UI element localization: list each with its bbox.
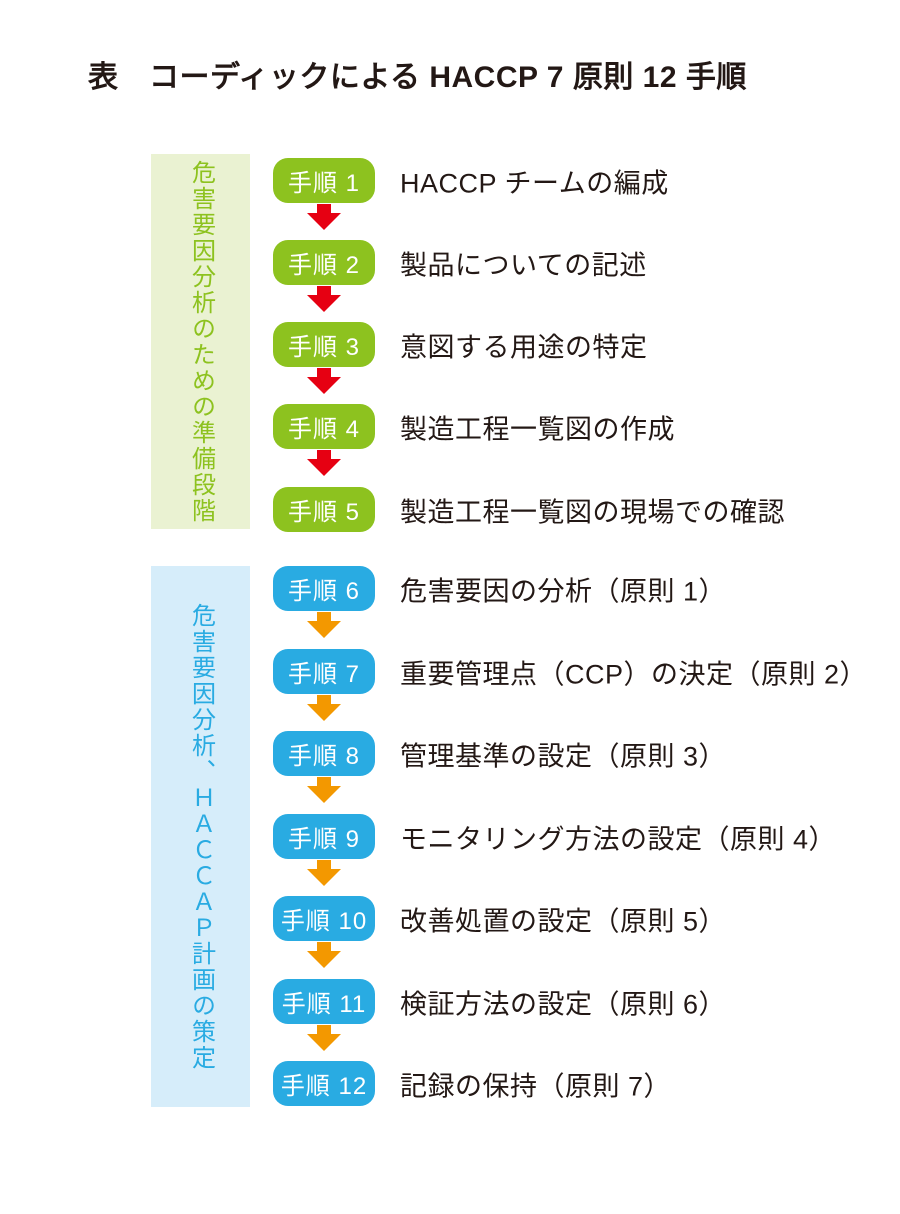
section-band-planning: 危害要因分析、ＨＡＣＣＡＰ計画の策定 [151,566,250,1107]
step-row-2: 手順 2 製品についての記述 [273,240,646,312]
step-badge-1: 手順 1 [273,158,375,203]
step-row-5: 手順 5 製造工程一覧図の現場での確認 [273,487,785,532]
step-badge-11: 手順 11 [273,979,375,1024]
step-row-1: 手順 1 HACCP チームの編成 [273,158,668,230]
down-arrow-icon [307,204,341,230]
step-badge-4: 手順 4 [273,404,375,449]
down-arrow-icon [307,1025,341,1051]
step-label-9: モニタリング方法の設定（原則 4） [400,824,837,854]
step-badge-2: 手順 2 [273,240,375,285]
step-badge-12: 手順 12 [273,1061,375,1106]
step-badge-10: 手順 10 [273,896,375,941]
down-arrow-icon [307,695,341,721]
step-badge-8: 手順 8 [273,731,375,776]
step-label-7: 重要管理点（CCP）の決定（原則 2） [400,659,868,689]
step-badge-3: 手順 3 [273,322,375,367]
step-label-6: 危害要因の分析（原則 1） [400,576,727,606]
step-row-12: 手順 12 記録の保持（原則 7） [273,1061,671,1106]
step-badge-6: 手順 6 [273,566,375,611]
step-row-7: 手順 7 重要管理点（CCP）の決定（原則 2） [273,649,867,721]
section-label-planning: 危害要因分析、ＨＡＣＣＡＰ計画の策定 [187,602,215,1071]
step-label-4: 製造工程一覧図の作成 [400,414,675,444]
step-label-1: HACCP チームの編成 [400,168,669,198]
step-row-8: 手順 8 管理基準の設定（原則 3） [273,731,726,803]
section-label-preparation: 危害要因分析のための準備段階 [187,159,215,524]
step-label-11: 検証方法の設定（原則 6） [400,989,727,1019]
down-arrow-icon [307,777,341,803]
step-badge-9: 手順 9 [273,814,375,859]
step-badge-7: 手順 7 [273,649,375,694]
step-badge-5: 手順 5 [273,487,375,532]
step-label-3: 意図する用途の特定 [400,332,648,362]
step-row-3: 手順 3 意図する用途の特定 [273,322,647,394]
section-band-preparation: 危害要因分析のための準備段階 [151,154,250,529]
page-title: 表 コーディックによる HACCP 7 原則 12 手順 [88,61,747,94]
down-arrow-icon [307,612,341,638]
down-arrow-icon [307,450,341,476]
step-label-2: 製品についての記述 [400,250,647,280]
step-label-5: 製造工程一覧図の現場での確認 [400,497,785,527]
step-label-12: 記録の保持（原則 7） [400,1071,672,1101]
step-label-8: 管理基準の設定（原則 3） [400,741,727,771]
down-arrow-icon [307,942,341,968]
down-arrow-icon [307,286,341,312]
down-arrow-icon [307,368,341,394]
step-row-6: 手順 6 危害要因の分析（原則 1） [273,566,726,638]
step-label-10: 改善処置の設定（原則 5） [400,906,727,936]
step-row-4: 手順 4 製造工程一覧図の作成 [273,404,675,476]
step-row-10: 手順 10 改善処置の設定（原則 5） [273,896,726,968]
step-row-11: 手順 11 検証方法の設定（原則 6） [273,979,726,1051]
step-row-9: 手順 9 モニタリング方法の設定（原則 4） [273,814,836,886]
down-arrow-icon [307,860,341,886]
